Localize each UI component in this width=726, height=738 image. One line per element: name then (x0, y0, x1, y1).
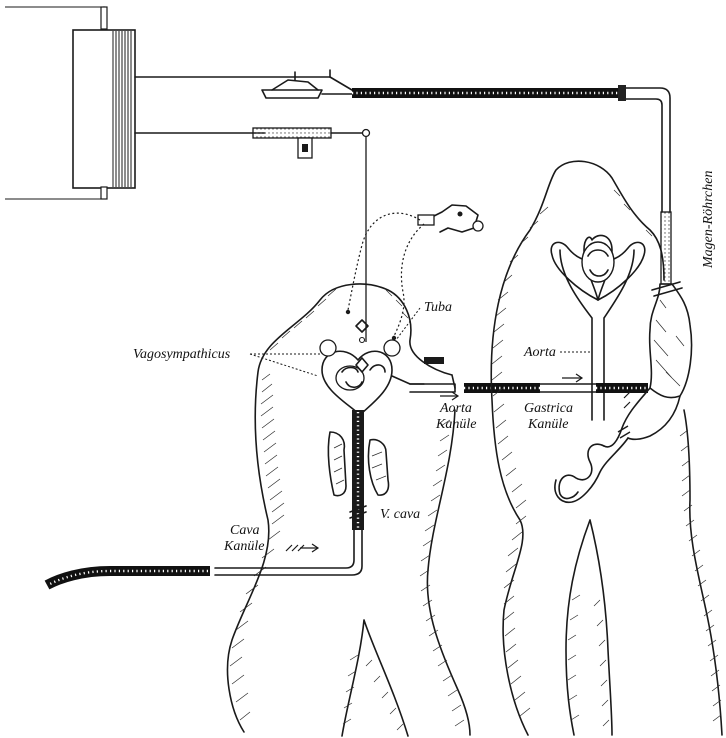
left-frog-heart (320, 320, 424, 415)
label-gastrica-kanule-1: Gastrica (524, 401, 573, 416)
cava-kanule-tube (47, 571, 210, 585)
label-aorta: Aorta (523, 345, 556, 360)
stimulator-clamp (418, 205, 483, 232)
label-aorta-kanule-1: Aorta (439, 401, 472, 416)
label-magen-rohrchen: Magen-Röhrchen (701, 171, 716, 269)
stomach-tambour (262, 72, 352, 98)
label-v-cava: V. cava (380, 507, 420, 522)
label-cava-kanule-1: Cava (230, 523, 260, 538)
label-aorta-kanule-2: Kanüle (435, 417, 476, 432)
recording-levers (135, 70, 352, 133)
label-gastrica-kanule-2: Kanüle (527, 417, 568, 432)
label-cava-kanule-2: Kanüle (223, 539, 264, 554)
gastrica-kanule-tube (562, 374, 648, 408)
left-frog (228, 284, 470, 736)
label-tuba: Tuba (424, 300, 452, 315)
label-vagosympathicus: Vagosympathicus (133, 347, 231, 362)
electrode-wires (346, 213, 424, 340)
kymograph-drum (5, 7, 135, 199)
